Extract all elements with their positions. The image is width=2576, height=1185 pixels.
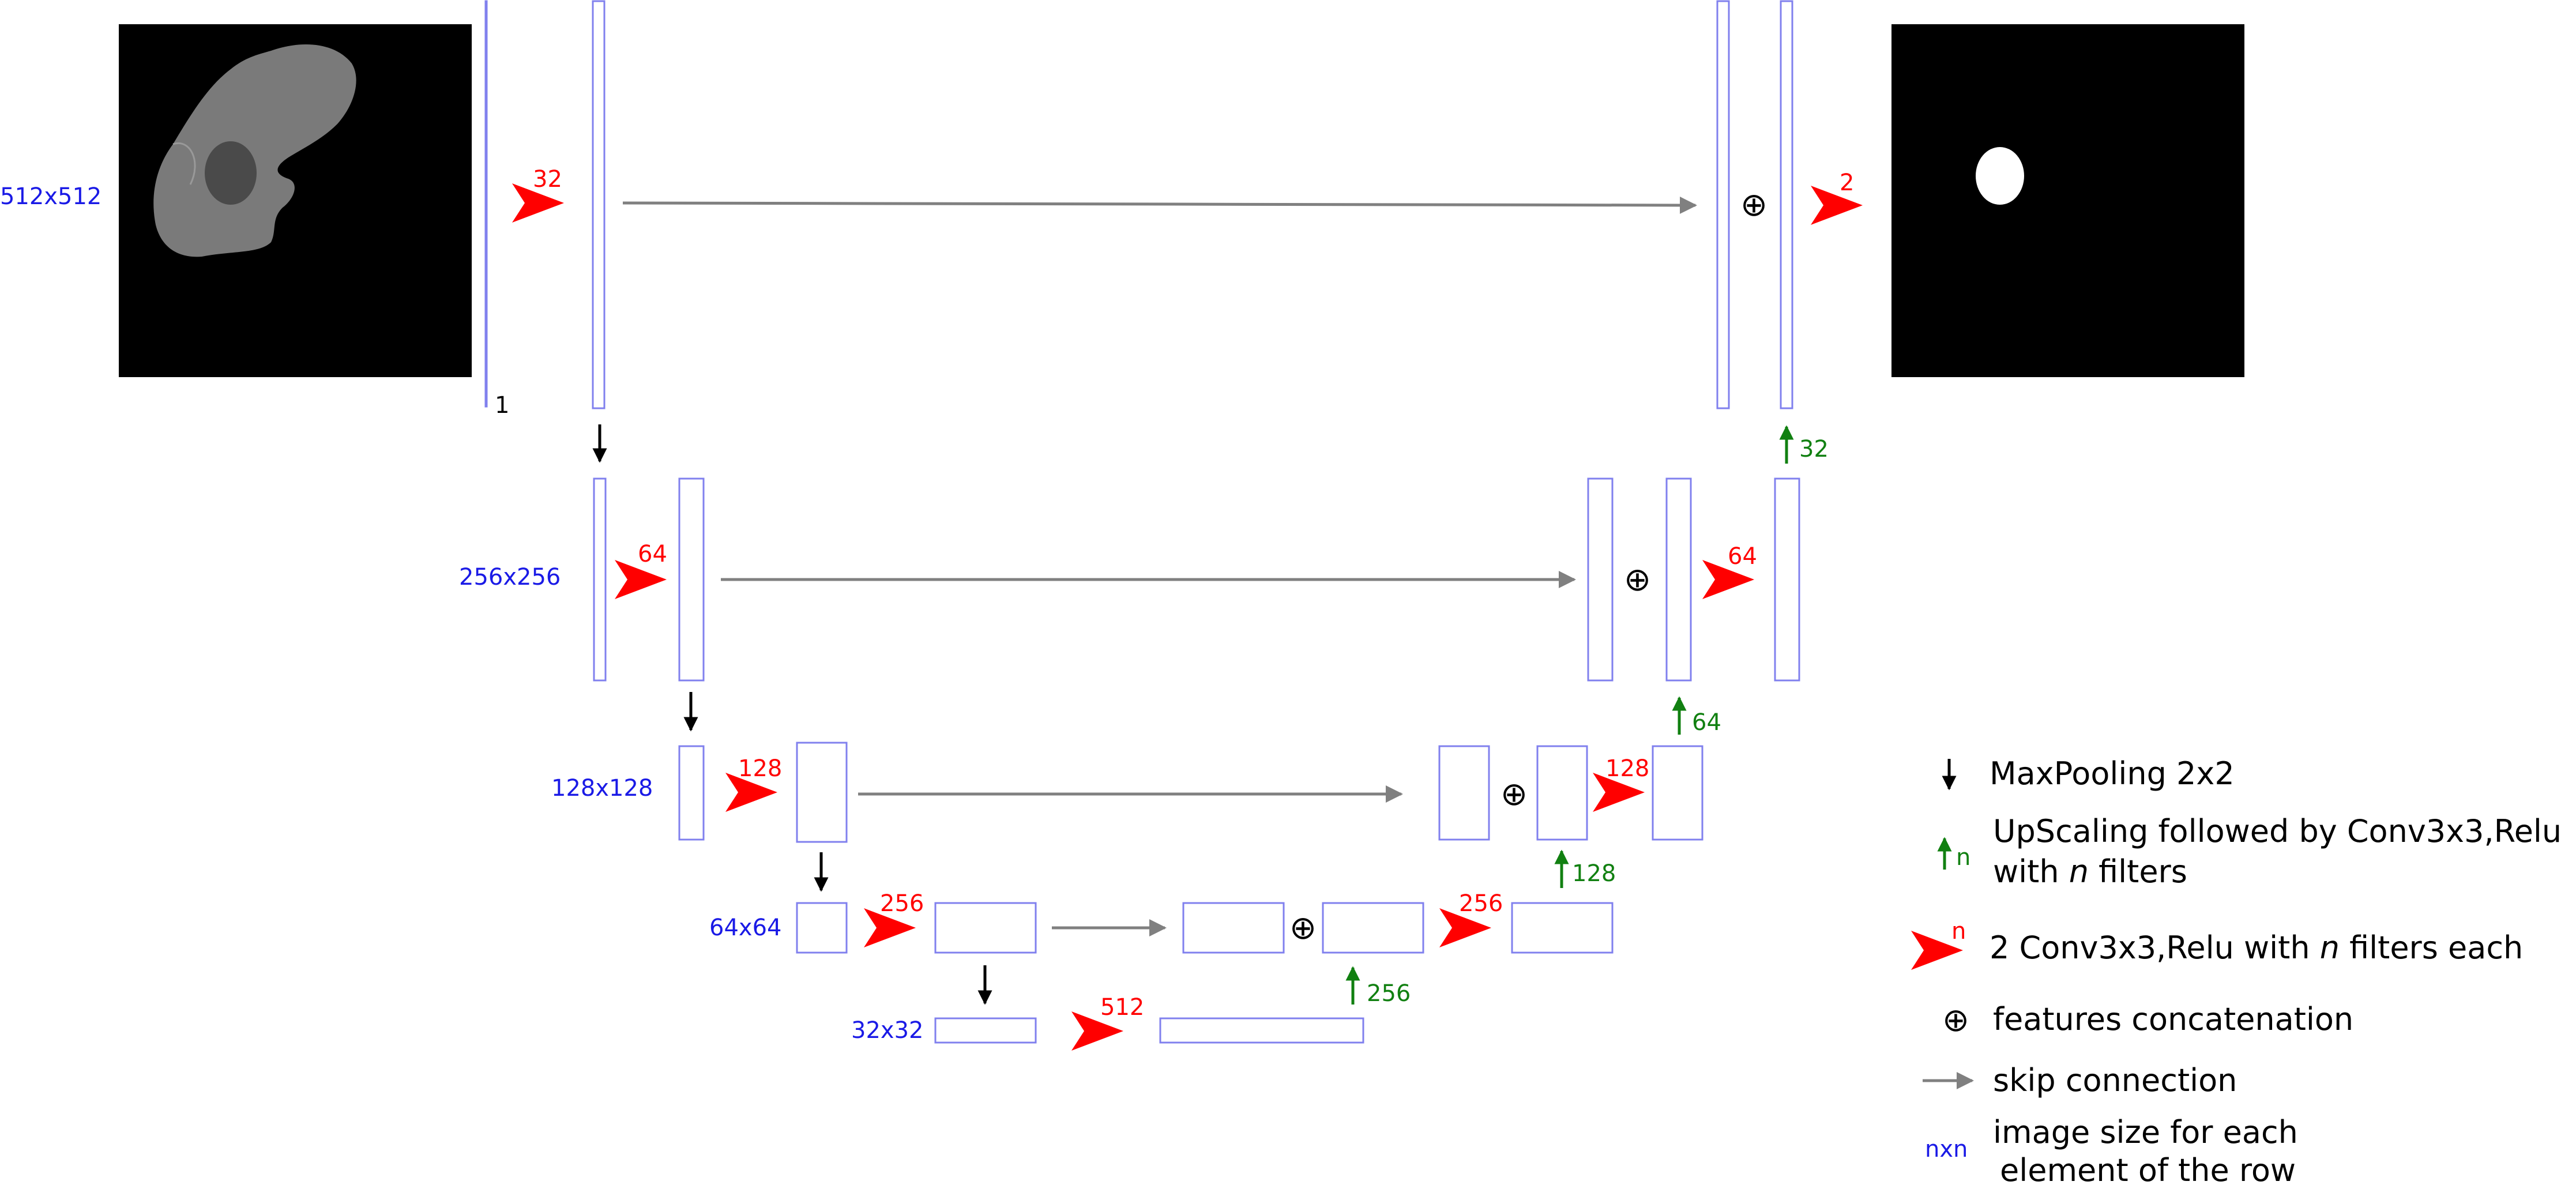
legend-maxpool-text: MaxPooling 2x2 <box>1990 755 2235 792</box>
block-r2-dec-skip <box>1587 477 1614 682</box>
conv-filters-r3-dec: 128 <box>1605 755 1649 782</box>
block-r1-dec-skip <box>1716 0 1730 409</box>
conv-filters-r2-dec: 64 <box>1728 543 1757 570</box>
concat-symbol-r3: ⊕ <box>1501 776 1528 813</box>
input-ct-image <box>119 24 472 377</box>
legend-upscale-marker: n <box>1956 844 1970 871</box>
row-size-label-64: 64x64 <box>709 915 781 941</box>
block-r4-enc2 <box>934 902 1037 954</box>
row-size-label-32: 32x32 <box>851 1017 923 1044</box>
block-r2-enc2 <box>678 477 705 682</box>
legend-size-line1: image size for each <box>1993 1114 2298 1150</box>
input-channels-label: 1 <box>495 392 509 419</box>
block-r4-dec-skip <box>1322 902 1424 954</box>
conv-filters-r4-enc: 256 <box>880 890 924 917</box>
legend-concat-text: features concatenation <box>1993 1001 2353 1037</box>
row-size-label-256: 256x256 <box>459 564 561 590</box>
legend: MaxPooling 2x2 n UpScaling followed by C… <box>1911 755 2562 1185</box>
block-r3-dec-out <box>1652 745 1703 841</box>
conv-filters-r1-enc: 32 <box>533 166 562 193</box>
conv-filters-r4-dec: 256 <box>1459 890 1503 917</box>
block-r4-dec-out <box>1511 902 1614 954</box>
block-r3-enc1 <box>678 745 705 841</box>
block-r4-enc1 <box>796 902 848 954</box>
conv-filters-r3-enc: 128 <box>738 755 782 782</box>
conv-filters-r1-dec: 2 <box>1840 170 1854 196</box>
conv-filters-r5: 512 <box>1100 994 1144 1021</box>
concat-symbol-r2: ⊕ <box>1624 561 1651 599</box>
legend-conv-marker: n <box>1951 918 1966 945</box>
output-mask-image <box>1891 24 2244 377</box>
legend-size-line2: element of the row <box>2000 1152 2296 1185</box>
conv-arrow-r1-dec <box>1811 186 1863 225</box>
legend-upscale-line2: with n filters <box>1993 853 2187 890</box>
legend-upscale-line1: UpScaling followed by Conv3x3,Relu <box>1993 813 2562 849</box>
block-r2-enc1 <box>593 477 607 682</box>
up-filters-r4: 128 <box>1572 860 1616 887</box>
block-r3-dec-up <box>1536 745 1588 841</box>
block-r2-dec-up <box>1665 477 1692 682</box>
up-filters-r2: 32 <box>1799 436 1829 462</box>
concat-symbol-r4: ⊕ <box>1289 909 1317 947</box>
input-channel-bar <box>484 0 488 408</box>
legend-concat-icon: ⊕ <box>1942 1002 1969 1039</box>
block-r5-bottleneck <box>1159 1017 1364 1044</box>
block-r1-enc <box>592 0 606 409</box>
block-r5-enc1 <box>934 1017 1037 1044</box>
block-r3-enc2 <box>796 742 848 843</box>
up-filters-r3: 64 <box>1692 709 1721 736</box>
block-r1-dec-up <box>1780 0 1793 409</box>
legend-nxn-marker: nxn <box>1925 1136 1968 1163</box>
block-r4-dec-up <box>1182 902 1285 954</box>
row-size-label-128: 128x128 <box>551 775 653 802</box>
conv-filters-r2-enc: 64 <box>638 541 667 567</box>
block-r3-dec-skip <box>1438 745 1490 841</box>
legend-conv-text: 2 Conv3x3,Relu with n filters each <box>1990 930 2523 966</box>
block-r2-dec-out <box>1774 477 1800 682</box>
skip-connection-r1 <box>622 196 1697 214</box>
legend-skip-text: skip connection <box>1993 1062 2237 1099</box>
row-size-label-512: 512x512 <box>0 183 101 210</box>
up-filters-r5: 256 <box>1367 980 1411 1007</box>
concat-symbol-r1: ⊕ <box>1740 186 1768 224</box>
